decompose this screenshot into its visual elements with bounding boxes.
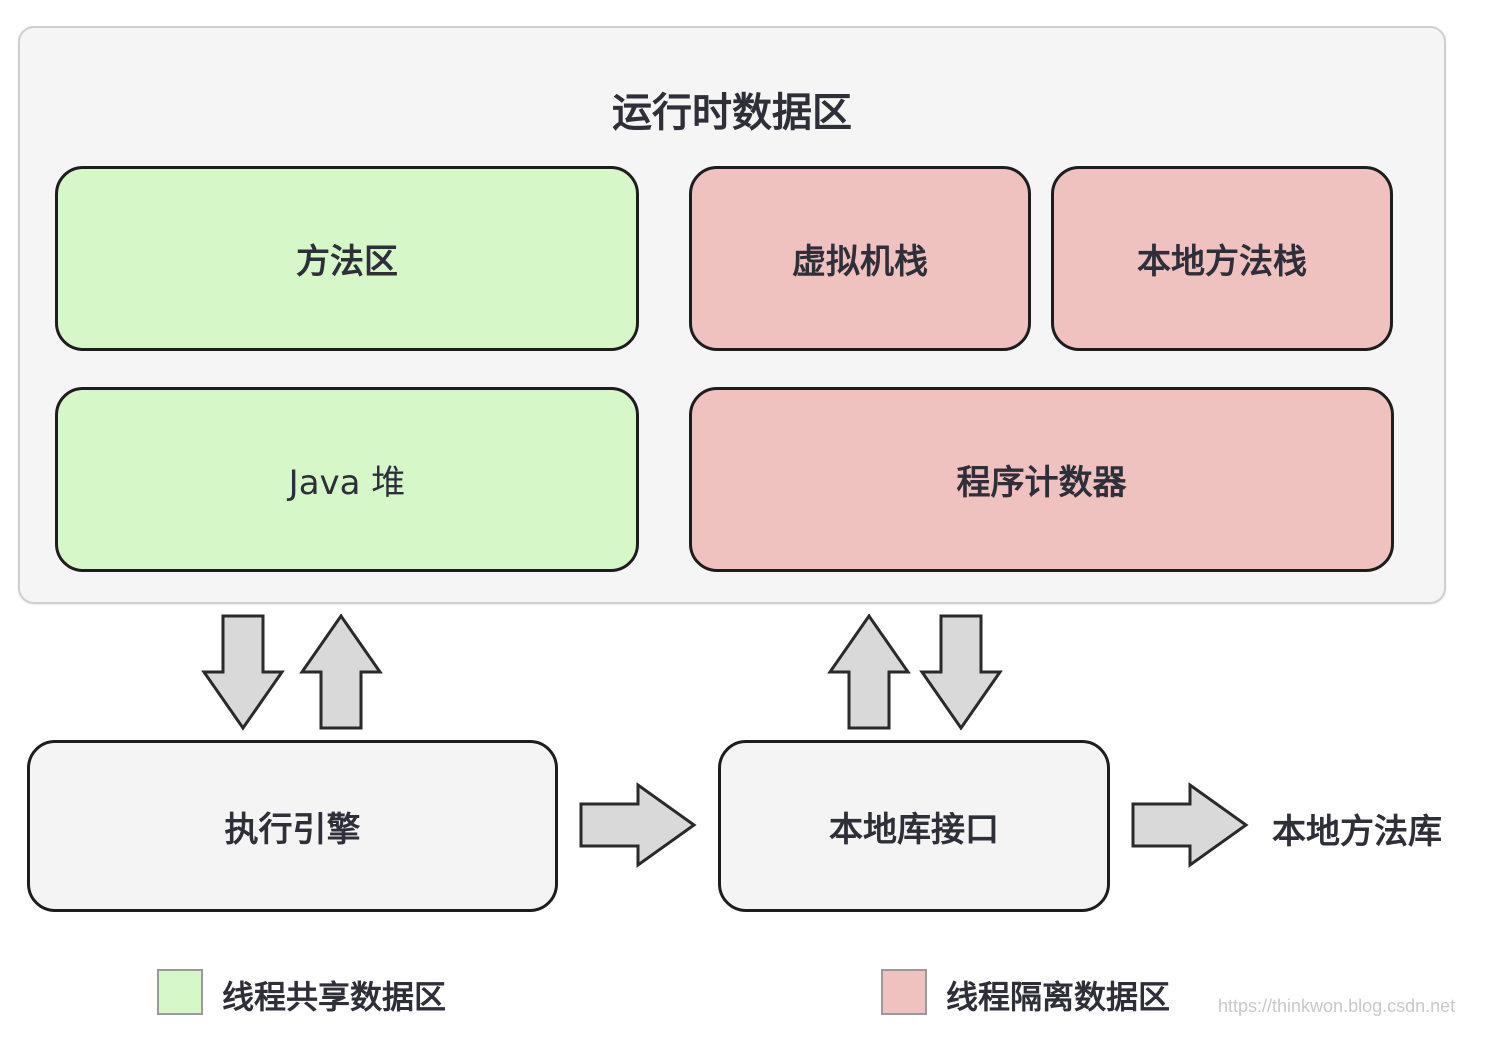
up-arrow-icon	[299, 614, 383, 730]
program-counter-box: 程序计数器	[689, 387, 1394, 572]
legend-isolated-label: 线程隔离数据区	[946, 978, 1171, 1016]
watermark: https://thinkwon.blog.csdn.net	[1218, 996, 1456, 1016]
legend-shared-label: 线程共享数据区	[222, 978, 447, 1016]
right-arrow-icon	[1131, 782, 1249, 868]
java-heap-box: Java 堆	[55, 387, 639, 572]
native-method-stack-box: 本地方法栈	[1051, 166, 1393, 351]
native-library-label: 本地方法库	[1272, 812, 1442, 852]
method-area-label: 方法区	[296, 242, 398, 282]
right-arrow-icon	[579, 782, 697, 868]
vm-stack-label: 虚拟机栈	[792, 242, 928, 282]
native-interface-box: 本地库接口	[718, 740, 1110, 912]
vm-stack-box: 虚拟机栈	[689, 166, 1031, 351]
native-interface-label: 本地库接口	[829, 809, 999, 850]
java-heap-label: Java 堆	[288, 463, 406, 503]
up-arrow-icon	[827, 614, 911, 730]
legend-shared-swatch	[157, 969, 203, 1015]
legend-isolated-swatch	[881, 969, 927, 1015]
down-arrow-icon	[201, 614, 285, 731]
execution-engine-label: 执行引擎	[224, 809, 361, 850]
native-method-stack-label: 本地方法栈	[1137, 242, 1307, 282]
method-area-box: 方法区	[55, 166, 639, 351]
execution-engine-box: 执行引擎	[27, 740, 558, 912]
runtime-data-area-title: 运行时数据区	[612, 90, 852, 136]
down-arrow-icon	[919, 614, 1003, 731]
program-counter-label: 程序计数器	[956, 463, 1127, 503]
